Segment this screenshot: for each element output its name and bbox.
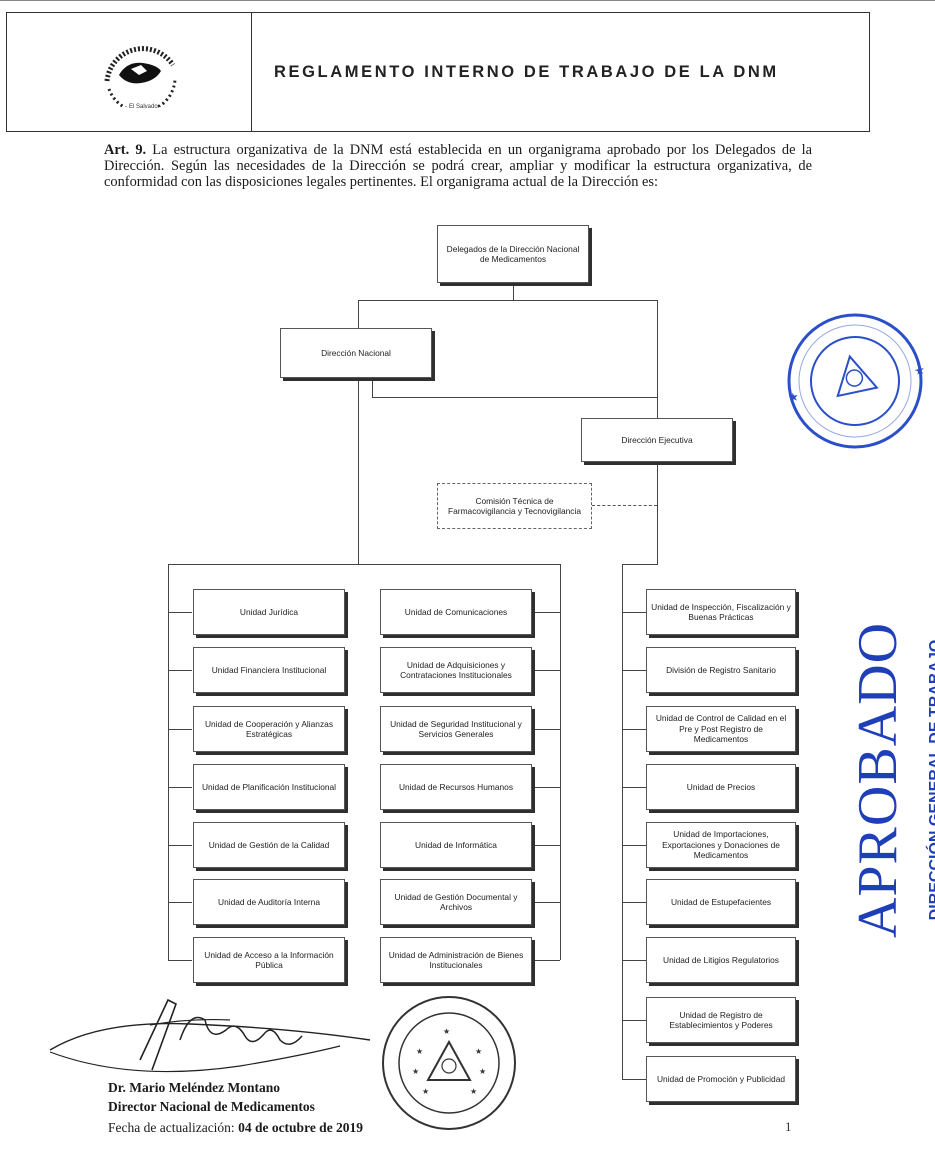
org-box-col1-1: Unidad Financiera Institucional bbox=[193, 647, 345, 693]
connector bbox=[358, 300, 658, 301]
connector bbox=[622, 845, 646, 846]
connector bbox=[168, 670, 192, 671]
connector bbox=[622, 1079, 646, 1080]
aprobado-text: APROBADO bbox=[847, 621, 909, 939]
org-box-col1-0: Unidad Jurídica bbox=[193, 589, 345, 635]
connector bbox=[657, 462, 658, 564]
connector bbox=[358, 378, 359, 564]
update-date-value: 04 de octubre de 2019 bbox=[238, 1120, 364, 1135]
connector bbox=[622, 787, 646, 788]
dnm-seal-icon: ★ ★ ★ ★ ★ ★ ★ bbox=[382, 996, 516, 1130]
org-box-direccion-ejecutiva: Dirección Ejecutiva bbox=[581, 418, 733, 462]
org-box-col3-4: Unidad de Importaciones, Exportaciones y… bbox=[646, 822, 796, 868]
signer-title: Director Nacional de Medicamentos bbox=[108, 1099, 315, 1114]
org-box-col2-6: Unidad de Administración de Bienes Insti… bbox=[380, 937, 532, 983]
connector bbox=[622, 960, 646, 961]
connector bbox=[532, 729, 560, 730]
top-rule bbox=[0, 0, 935, 1]
connector bbox=[560, 564, 561, 960]
aprobado-subtext: DIRECCIÓN GENERAL DE TRABAJO bbox=[927, 639, 935, 921]
org-box-col2-2: Unidad de Seguridad Institucional y Serv… bbox=[380, 706, 532, 752]
svg-text:★: ★ bbox=[470, 1087, 477, 1096]
dashed-connector bbox=[592, 505, 657, 506]
connector bbox=[622, 670, 646, 671]
connector bbox=[622, 729, 646, 730]
ministry-seal-icon: ★ ★ bbox=[787, 313, 926, 449]
org-box-col3-8: Unidad de Promoción y Publicidad bbox=[646, 1056, 796, 1102]
article-label: Art. 9. bbox=[104, 142, 147, 158]
org-box-col3-6: Unidad de Litigios Regulatorios bbox=[646, 937, 796, 983]
logo-cell: El Salvador bbox=[7, 13, 252, 131]
connector bbox=[532, 960, 560, 961]
org-box-col1-2: Unidad de Cooperación y Alianzas Estraté… bbox=[193, 706, 345, 752]
org-box-col2-1: Unidad de Adquisiciones y Contrataciones… bbox=[380, 647, 532, 693]
connector bbox=[532, 902, 560, 903]
connector bbox=[372, 378, 373, 398]
svg-text:★: ★ bbox=[913, 362, 926, 378]
article-paragraph: Art. 9. La estructura organizativa de la… bbox=[104, 142, 812, 190]
org-box-col2-0: Unidad de Comunicaciones bbox=[380, 589, 532, 635]
org-box-col2-5: Unidad de Gestión Documental y Archivos bbox=[380, 879, 532, 925]
org-box-col1-3: Unidad de Planificación Institucional bbox=[193, 764, 345, 810]
org-box-col3-0: Unidad de Inspección, Fiscalización y Bu… bbox=[646, 589, 796, 635]
signer-name: Dr. Mario Meléndez Montano bbox=[108, 1080, 280, 1095]
svg-text:★: ★ bbox=[787, 389, 800, 405]
connector bbox=[532, 612, 560, 613]
connector bbox=[168, 845, 192, 846]
connector bbox=[168, 787, 192, 788]
document-title: REGLAMENTO INTERNO DE TRABAJO DE LA DNM bbox=[274, 62, 779, 81]
update-date: Fecha de actualización: 04 de octubre de… bbox=[108, 1120, 363, 1136]
connector bbox=[513, 283, 514, 301]
org-box-direccion-nacional: Dirección Nacional bbox=[280, 328, 432, 378]
svg-text:★: ★ bbox=[475, 1047, 482, 1056]
article-text: La estructura organizativa de la DNM est… bbox=[104, 142, 812, 190]
org-box-col3-1: División de Registro Sanitario bbox=[646, 647, 796, 693]
connector bbox=[532, 670, 560, 671]
connector bbox=[168, 729, 192, 730]
logo-caption: El Salvador bbox=[129, 104, 160, 110]
connector bbox=[532, 787, 560, 788]
connector bbox=[622, 564, 623, 1080]
document-header: El Salvador REGLAMENTO INTERNO DE TRABAJ… bbox=[6, 12, 870, 132]
connector bbox=[168, 564, 560, 565]
org-box-col3-3: Unidad de Precios bbox=[646, 764, 796, 810]
org-box-delegados: Delegados de la Dirección Nacional de Me… bbox=[437, 225, 589, 283]
update-date-label: Fecha de actualización: bbox=[108, 1120, 239, 1135]
svg-text:★: ★ bbox=[422, 1087, 429, 1096]
aprobado-stamp: APROBADO DIRECCIÓN GENERAL DE TRABAJO bbox=[847, 600, 935, 960]
connector bbox=[168, 612, 192, 613]
org-box-col3-5: Unidad de Estupefacientes bbox=[646, 879, 796, 925]
connector bbox=[657, 300, 658, 418]
connector bbox=[168, 960, 192, 961]
connector bbox=[622, 612, 646, 613]
org-box-col1-5: Unidad de Auditoría Interna bbox=[193, 879, 345, 925]
dnm-logo-icon bbox=[104, 46, 177, 107]
connector bbox=[622, 564, 658, 565]
connector bbox=[168, 902, 192, 903]
org-box-col2-4: Unidad de Informática bbox=[380, 822, 532, 868]
org-box-comision-tecnica: Comisión Técnica de Farmacovigilancia y … bbox=[437, 483, 592, 529]
connector bbox=[622, 902, 646, 903]
page-number: 1 bbox=[785, 1119, 792, 1134]
connector bbox=[168, 564, 169, 960]
svg-text:★: ★ bbox=[416, 1047, 423, 1056]
org-box-col3-2: Unidad de Control de Calidad en el Pre y… bbox=[646, 706, 796, 752]
connector bbox=[358, 300, 359, 328]
connector bbox=[532, 845, 560, 846]
connector bbox=[372, 397, 658, 398]
svg-text:★: ★ bbox=[412, 1067, 419, 1076]
svg-text:★: ★ bbox=[479, 1067, 486, 1076]
signature-icon bbox=[49, 998, 371, 1073]
connector bbox=[622, 1020, 646, 1021]
svg-text:★: ★ bbox=[443, 1027, 450, 1036]
org-box-col1-6: Unidad de Acceso a la Información Públic… bbox=[193, 937, 345, 983]
org-box-col2-3: Unidad de Recursos Humanos bbox=[380, 764, 532, 810]
org-box-col3-7: Unidad de Registro de Establecimientos y… bbox=[646, 997, 796, 1043]
org-box-col1-4: Unidad de Gestión de la Calidad bbox=[193, 822, 345, 868]
